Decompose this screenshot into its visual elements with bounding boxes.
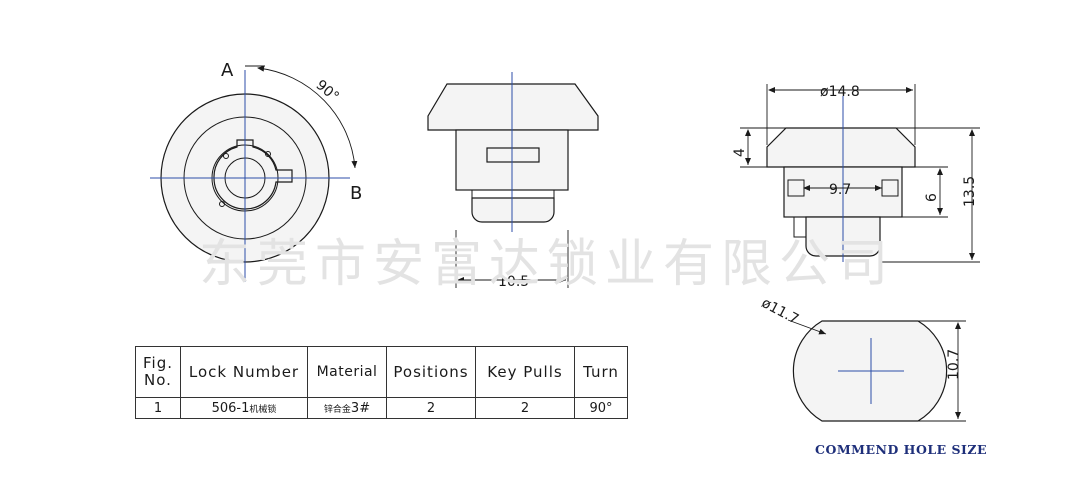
side-cam xyxy=(471,197,555,223)
section-body-width-label: 9.7 xyxy=(829,182,851,198)
angle-arc xyxy=(257,65,358,169)
pin-dot-2 xyxy=(223,153,229,159)
pin-dot-1 xyxy=(219,201,225,207)
cell-key-pulls: 2 xyxy=(475,397,575,419)
spec-table: Fig. No. Lock Number Material Positions … xyxy=(135,346,628,419)
cell-turn: 90° xyxy=(574,397,628,419)
label-a: A xyxy=(221,60,234,81)
section-height6-label: 6 xyxy=(924,193,940,202)
material-suffix: 3# xyxy=(350,400,371,416)
side-view: 10.5 xyxy=(427,72,599,290)
cell-material: 锌合金3# xyxy=(307,397,387,419)
section-view: ø14.8 4 9.7 6 13.5 xyxy=(732,84,980,263)
section-cap xyxy=(766,127,916,168)
side-neck xyxy=(471,189,555,199)
company-watermark: 东莞市安富达锁业有限公司 xyxy=(198,235,895,294)
section-height-total-label: 13.5 xyxy=(962,176,978,207)
hole-size-caption: COMMEND HOLE SIZE xyxy=(815,442,988,457)
header-key-pulls: Key Pulls xyxy=(475,346,575,398)
header-lock-number: Lock Number xyxy=(180,346,308,398)
header-positions: Positions xyxy=(386,346,476,398)
side-cap xyxy=(427,83,599,131)
header-fig-no: Fig. No. xyxy=(135,346,181,398)
header-turn: Turn xyxy=(574,346,628,398)
cell-fig-no: 1 xyxy=(135,397,181,419)
material-prefix: 锌合金 xyxy=(323,404,351,415)
cell-positions: 2 xyxy=(386,397,476,419)
header-material: Material xyxy=(307,346,387,398)
section-flange-label: 4 xyxy=(732,148,748,157)
cell-lock-number: 506-1机械锁 xyxy=(180,397,308,419)
lock-number-value: 506-1 xyxy=(211,400,250,416)
side-width-label: 10.5 xyxy=(498,274,529,290)
label-b: B xyxy=(350,183,362,204)
section-diameter-label: ø14.8 xyxy=(820,84,860,100)
front-view: A B 90° xyxy=(150,60,362,282)
hole-view: ø11.7 10.7 xyxy=(759,295,966,422)
spec-data-row: 1 506-1机械锁 锌合金3# 2 2 90° xyxy=(135,397,628,419)
hole-height-label: 10.7 xyxy=(946,349,962,380)
spec-header-row: Fig. No. Lock Number Material Positions … xyxy=(135,346,628,398)
hole-diameter-leader xyxy=(787,319,827,335)
angle-label: 90° xyxy=(313,77,342,105)
hole-diameter-label: ø11.7 xyxy=(759,295,802,328)
lock-number-suffix: 机械锁 xyxy=(249,404,277,415)
side-slot xyxy=(486,147,540,163)
